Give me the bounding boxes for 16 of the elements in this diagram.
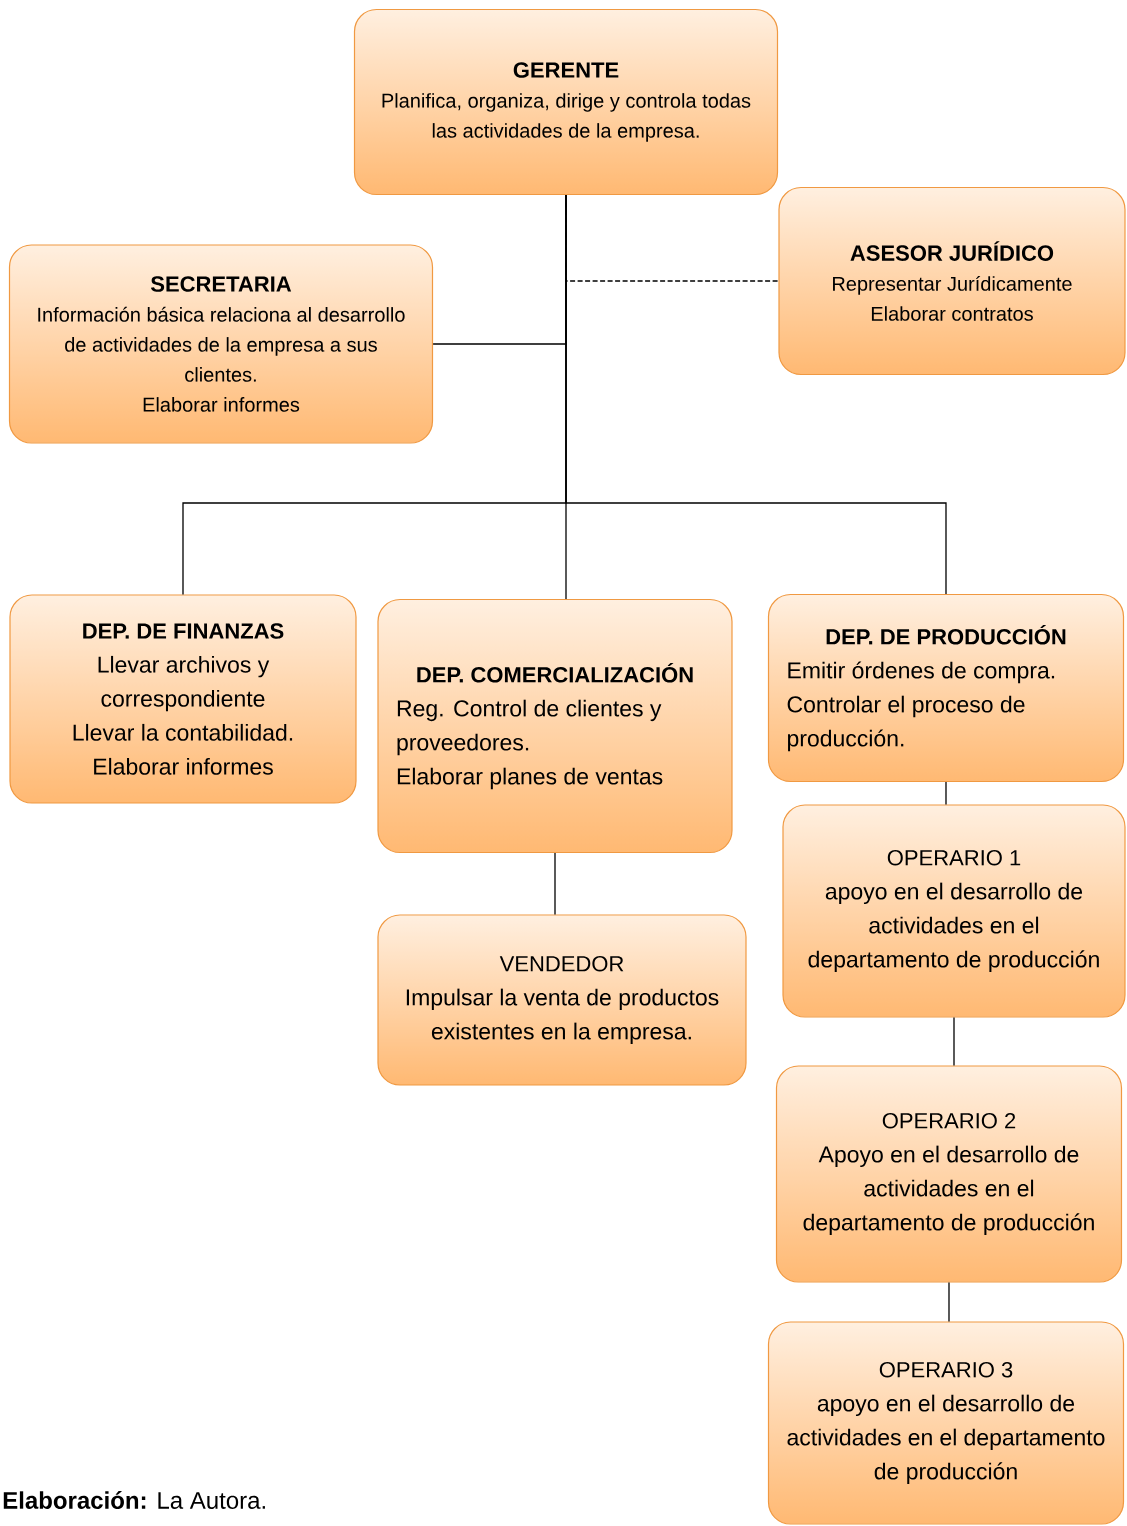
process-box: VENDEDOR Impulsar la venta de productos existentes en la empresa. [377, 914, 747, 1086]
connector-line [945, 781, 947, 806]
process-box: DEP. DE FINANZAS Llevar archivos y correspondiente Llevar la contabilidad. Elaborar informes [9, 594, 357, 804]
process-box: DEP. DE PRODUCCIÓN Emitir órdenes de compra. Controlar el proceso de producción. [767, 593, 1125, 783]
source-note: Elaboración: La Autora. [3, 1491, 265, 1509]
process-box: DEP. COMERCIALIZACIÓN Reg. Control de clientes y proveedores. Elaborar planes de ventas [377, 598, 733, 854]
process-box: ASESOR JURÍDICO Representar Jurídicamente Elaborar contratos [778, 186, 1126, 376]
process-box: OPERARIO 2 Apoyo en el desarrollo de actividades en el departamento de producción [775, 1065, 1123, 1283]
process-box: OPERARIO 1 apoyo en el desarrollo de actividades en el departamento de producción [782, 804, 1126, 1018]
process-box: OPERARIO 3 apoyo en el desarrollo de actividades en el departamento de producción [767, 1321, 1125, 1525]
process-box: GERENTE Planifica, organiza, dirige y controla todas las actividades de la empresa. [353, 8, 779, 196]
connector-line [953, 1016, 955, 1067]
connector-line [565, 194, 947, 595]
connector-line [554, 852, 556, 916]
process-box: SECRETARIA Información básica relaciona al desarrollo de actividades de la empresa a sus clientes. Elaborar informes [8, 244, 434, 444]
connector-line [948, 1281, 950, 1323]
